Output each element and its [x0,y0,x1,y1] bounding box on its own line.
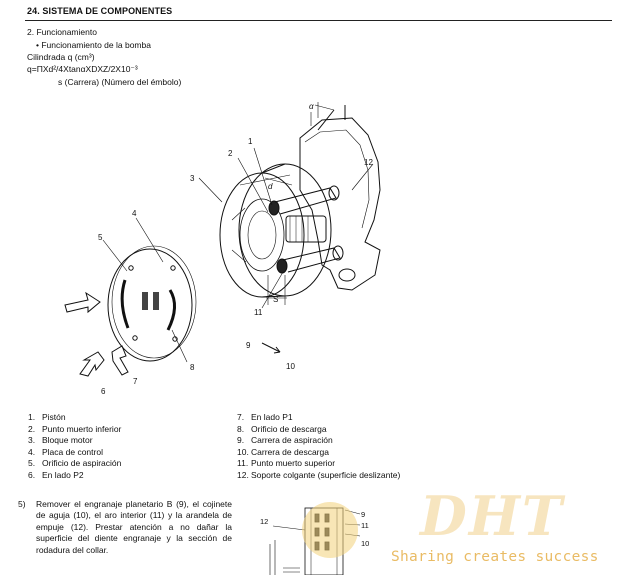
callout-5: 5 [98,233,103,242]
intro-formula-note: s (Carrera) (Número del émbolo) [58,77,182,87]
cylinder-block [219,163,332,298]
intro-displacement: Cilindrada q (cm³) [27,52,95,62]
pump-exploded-diagram: 1 2 3 4 5 6 7 8 9 10 11 12 α d S [64,102,381,395]
watermark-tagline: Sharing creates success [391,549,599,565]
legend-item: 9.Carrera de aspiración [237,435,333,446]
callout-9: 9 [246,341,251,350]
pistons [274,185,344,273]
intro-heading: 2. Funcionamiento [27,27,97,37]
callout-11: 11 [254,308,263,317]
legend-right-column: 7.En lado P1 8.Orificio de descarga 9.Ca… [237,412,400,482]
header-divider [25,20,612,21]
callout-7: 7 [133,377,138,386]
legend-item: 4.Placa de control [28,446,103,457]
legend-item: 8.Orificio de descarga [237,423,327,434]
legend-left-column: 1.Pistón 2.Punto muerto inferior 3.Bloqu… [28,412,121,482]
intro-formula: q=ΠXd²/4XtanαXDXZ/2X10⁻³ [27,64,138,74]
thumb-callout-9: 9 [361,510,365,519]
legend-item: 10.Carrera de descarga [237,446,329,457]
callout-2: 2 [228,149,233,158]
legend-item: 7.En lado P1 [237,412,293,422]
legend-item: 3.Bloque motor [28,435,93,446]
thumb-callout-10: 10 [361,539,369,548]
legend-item: 6.En lado P2 [28,469,84,480]
legend-item: 11.Punto muerto superior [237,458,336,469]
thumb-callout-12: 12 [260,517,268,526]
step-number: 5) [18,499,26,509]
watermark-logo-text: DHT [418,485,566,548]
control-plate [107,245,197,362]
angle-alpha-label: α [309,102,314,111]
legend-item: 2.Punto muerto inferior [28,423,122,434]
intro-bullet: • Funcionamiento de la bomba [36,40,151,50]
hanger-support [299,104,381,291]
step-instruction: Remover el engranaje planetario B (9), e… [36,499,232,555]
watermark-logo: DHT [302,485,566,558]
legend-item: 5.Orificio de aspiración [28,458,122,469]
stroke-s-label: S [273,295,278,304]
diameter-d-label: d [268,182,273,191]
callout-8: 8 [190,363,195,372]
flow-arrows [64,291,281,377]
section-title: 24. SISTEMA DE COMPONENTES [27,6,173,16]
leader-lines [102,102,374,363]
callout-10: 10 [286,362,295,371]
callout-12: 12 [364,158,373,167]
legend-item: 12.Soporte colgante (superficie deslizan… [237,469,401,480]
legend-item: 1.Pistón [28,412,66,422]
callout-4: 4 [132,209,137,218]
thumb-callout-11: 11 [361,521,369,530]
callout-3: 3 [190,174,195,183]
callout-1: 1 [248,137,253,146]
callout-6: 6 [101,387,106,395]
